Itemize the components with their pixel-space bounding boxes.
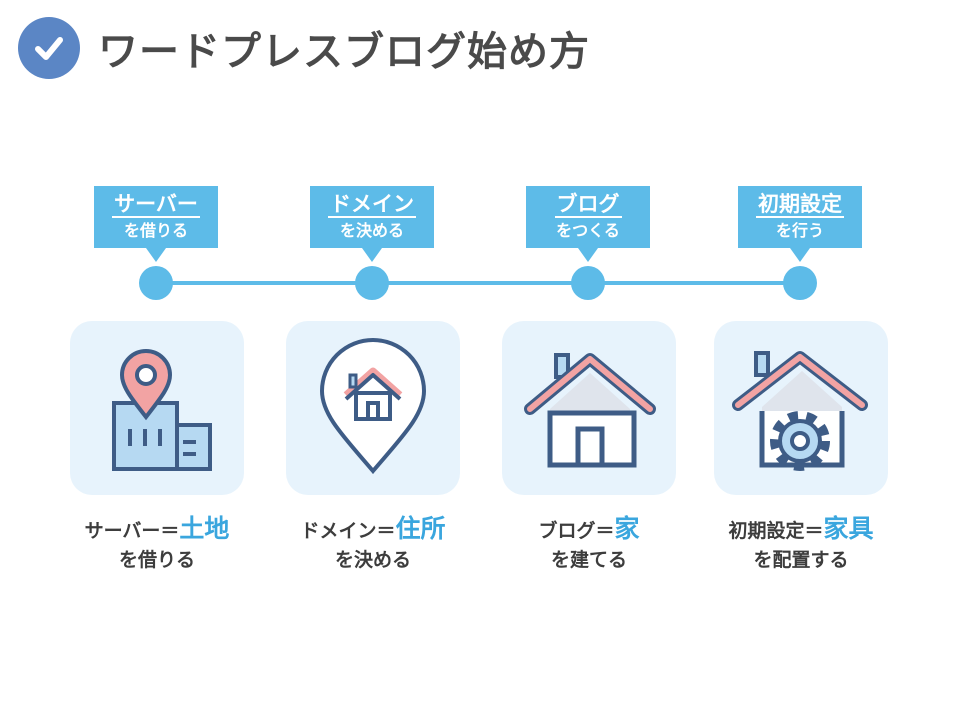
caption-line2: を決める [334, 549, 411, 571]
caption-text: ドメイン＝ [300, 520, 396, 542]
step-callout-blog: ブログ をつくる [526, 186, 650, 248]
step-sublabel: を行う [775, 221, 824, 240]
step-sublabel: をつくる [556, 221, 620, 240]
map-pin-building-icon [112, 349, 212, 471]
step-card-setup [714, 321, 888, 495]
house-gear-icon [732, 351, 868, 471]
caption-text: 初期設定＝ [728, 520, 824, 542]
caption-line2: を建てる [550, 549, 627, 571]
step-callout-setup: 初期設定 を行う [738, 186, 862, 248]
caption-text: サーバー＝ [84, 520, 180, 542]
step-card-server [70, 321, 244, 495]
step-caption-blog: ブログ＝家 を建てる [474, 514, 704, 574]
caption-line2: を配置する [753, 549, 849, 571]
page-title: ワードプレスブログ始め方 [98, 29, 590, 75]
step-card-blog [502, 321, 676, 495]
timeline-dot [783, 266, 817, 300]
timeline-dot [571, 266, 605, 300]
header: ワードプレスブログ始め方 [18, 16, 590, 80]
step-card-domain [286, 321, 460, 495]
step-callout-domain: ドメイン を決める [310, 186, 434, 248]
step-label: ブログ [554, 192, 622, 218]
timeline-line [156, 281, 800, 285]
gear-icon [770, 411, 830, 471]
timeline-dot [139, 266, 173, 300]
caption-line2: を借りる [118, 549, 195, 571]
caption-text: ブログ＝ [538, 520, 615, 542]
step-sublabel: を借りる [123, 221, 188, 240]
caption-highlight: 家具 [823, 514, 874, 543]
step-sublabel: を決める [339, 221, 404, 240]
step-label: ドメイン [328, 192, 416, 218]
step-caption-server: サーバー＝土地 を借りる [42, 514, 272, 574]
step-label: 初期設定 [756, 192, 844, 218]
location-house-icon [319, 338, 427, 475]
timeline-dot [355, 266, 389, 300]
step-caption-setup: 初期設定＝家具 を配置する [686, 514, 916, 574]
step-callout-server: サーバー を借りる [94, 186, 218, 248]
step-label: サーバー [112, 192, 200, 218]
caption-highlight: 住所 [395, 514, 446, 543]
checkmark-icon [18, 17, 80, 79]
caption-highlight: 土地 [179, 514, 230, 543]
caption-highlight: 家 [614, 514, 640, 543]
step-caption-domain: ドメイン＝住所 を決める [258, 514, 488, 574]
house-icon [524, 353, 656, 468]
